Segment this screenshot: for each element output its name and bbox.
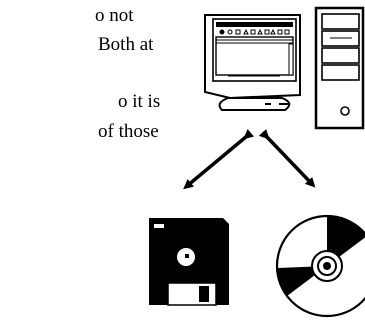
monitor-icon [205,15,300,110]
computer-tower-icon [316,8,363,128]
double-arrow-icon [187,136,312,186]
cd-disc-icon [277,216,365,316]
floppy-disk-icon [149,218,229,305]
